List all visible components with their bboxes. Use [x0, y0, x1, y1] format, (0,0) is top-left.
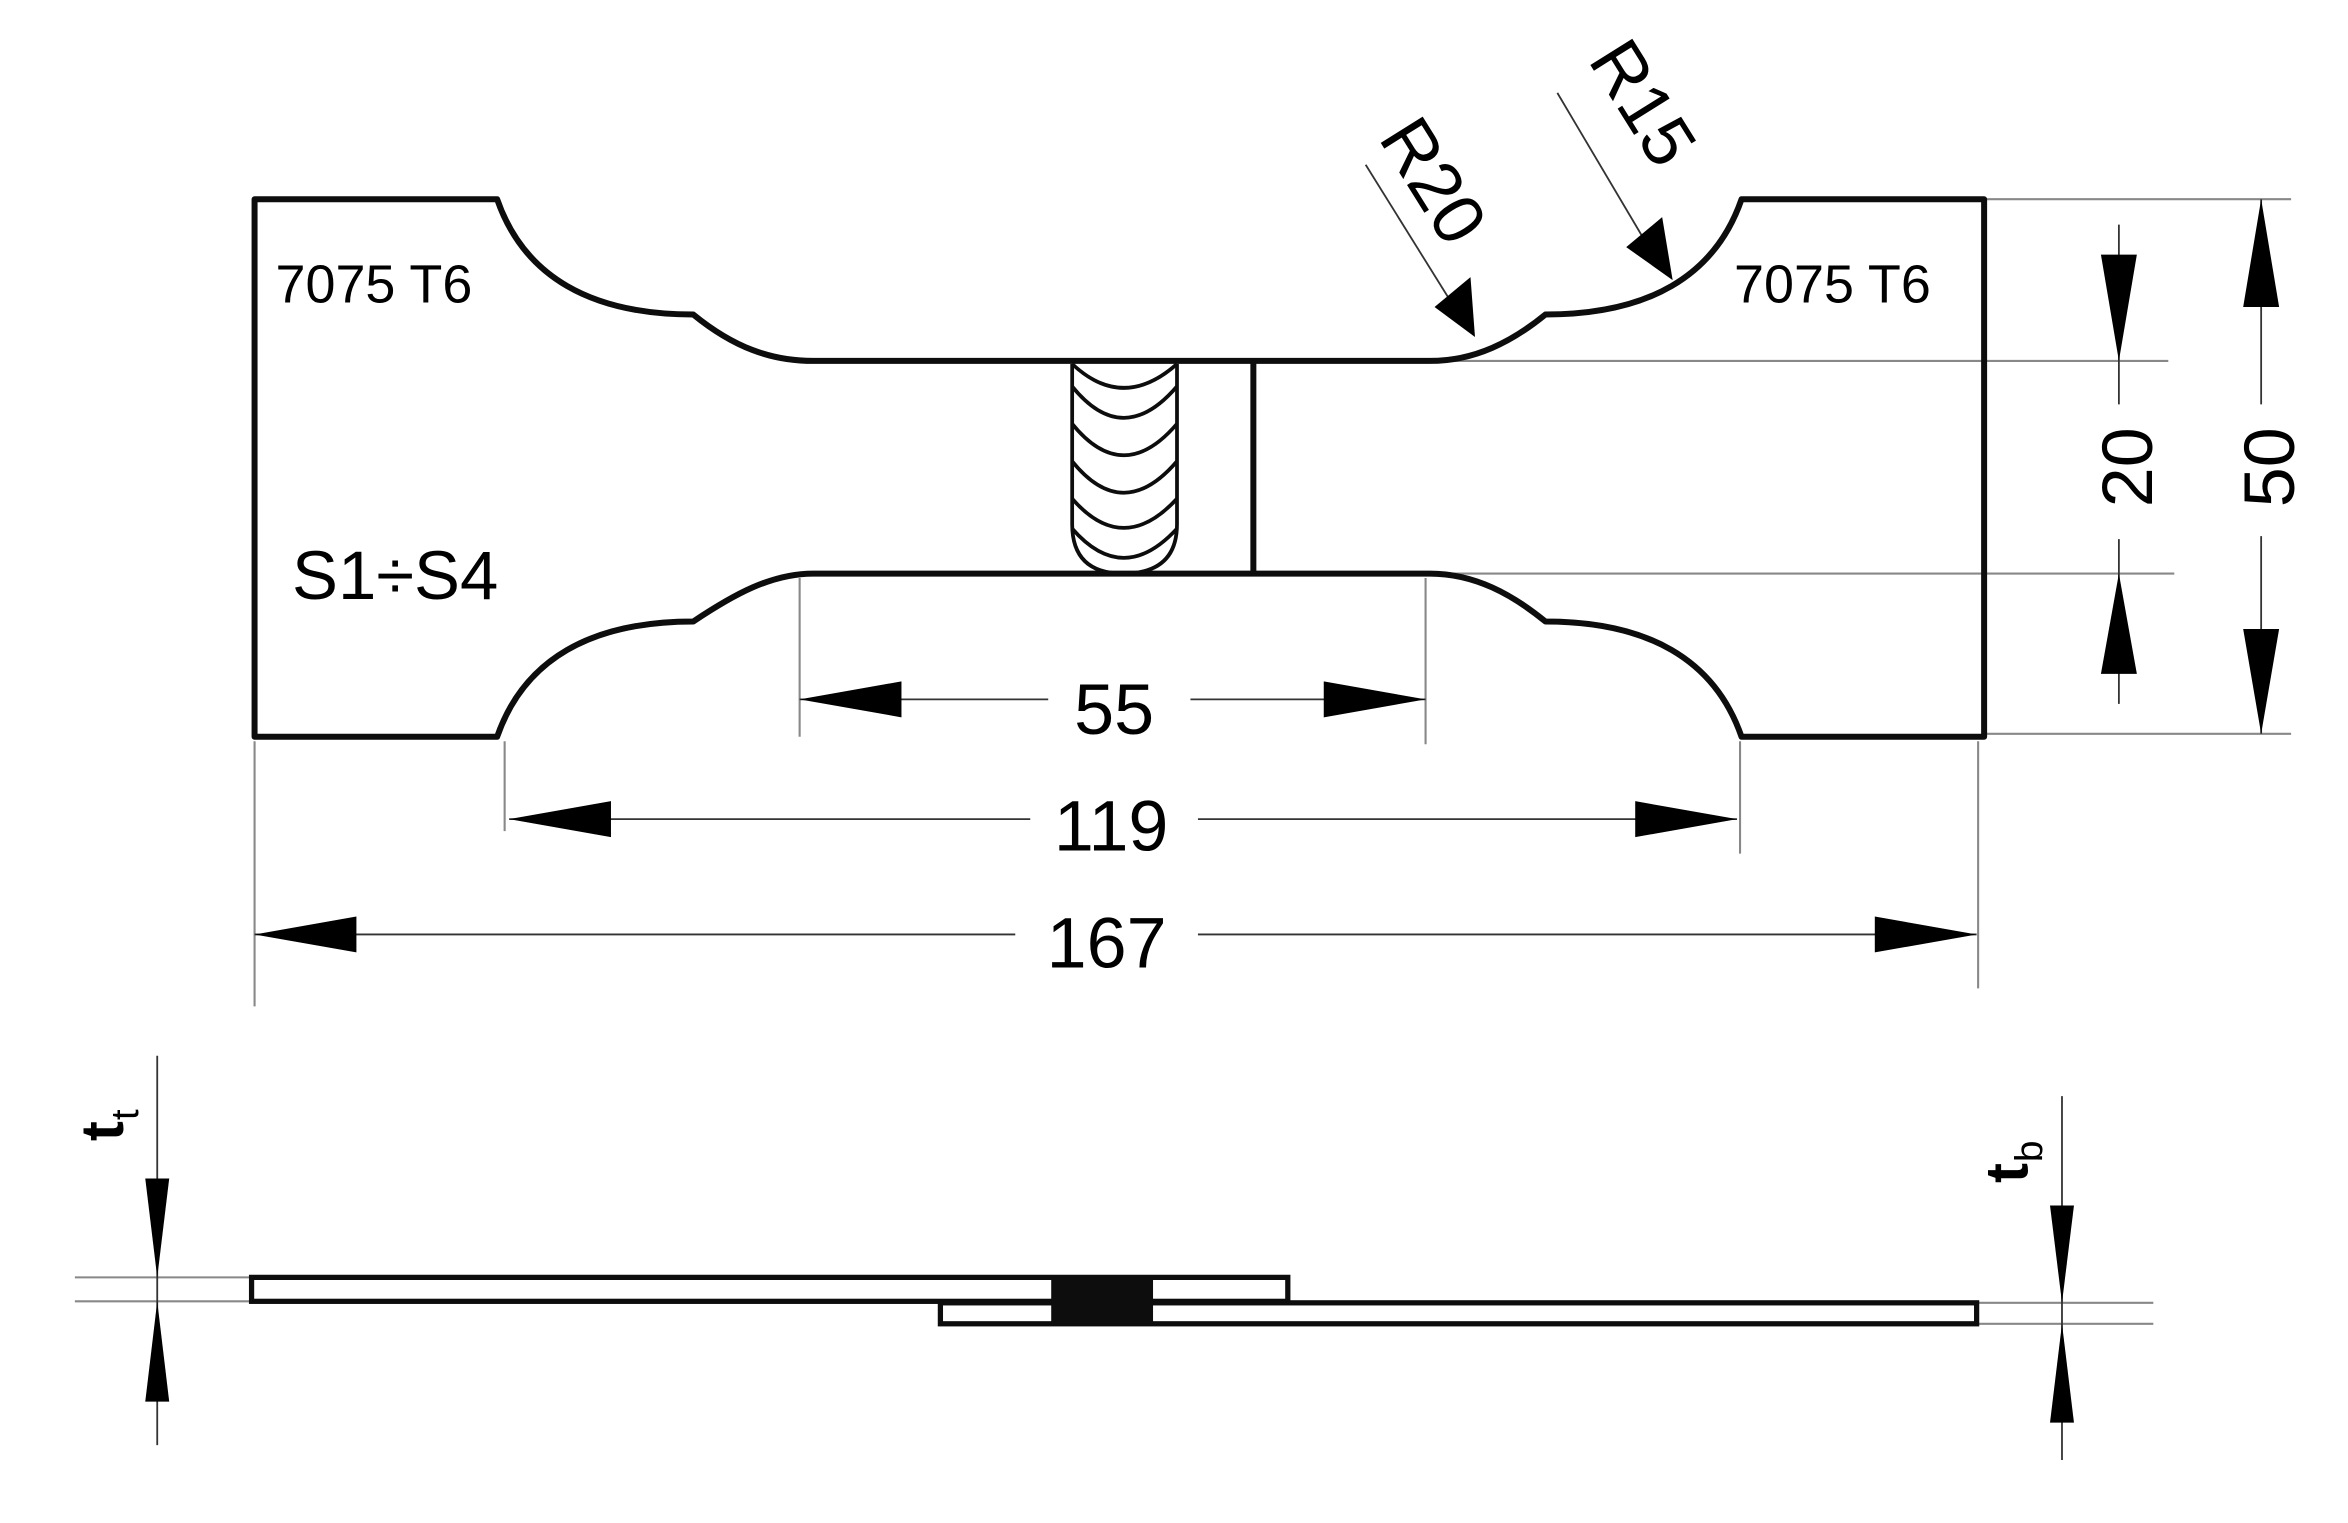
top-plate — [248, 1274, 1291, 1304]
dim-bottom-thickness: t b — [1974, 1096, 2074, 1461]
svg-text:t: t — [104, 1109, 147, 1120]
svg-text:b: b — [2009, 1140, 2052, 1162]
svg-text:167: 167 — [1047, 903, 1167, 983]
top-view: 7075 T6 7075 T6 S1÷S4 R20 R15 55 — [251, 26, 2310, 1007]
dim-top-thickness: t t — [69, 1055, 170, 1446]
arrow-icon — [1626, 217, 1673, 281]
arrow-up-icon — [145, 1301, 170, 1402]
svg-text:119: 119 — [1054, 787, 1169, 867]
bottom-plate — [937, 1300, 1980, 1327]
dim-overall-length: 167 — [254, 903, 1977, 983]
dim-gauge-length: 55 — [799, 670, 1426, 750]
arrow-up-icon — [2050, 1323, 2074, 1423]
arrow-down-icon — [145, 1178, 170, 1278]
weld-nugget — [1051, 1277, 1154, 1326]
arrow-down-icon — [2050, 1205, 2074, 1303]
arrow-down-icon — [2100, 254, 2137, 361]
svg-text:t: t — [69, 1121, 136, 1141]
dim-gauge-width: 20 — [2088, 224, 2168, 704]
dim-grip-width: 50 — [2230, 199, 2310, 734]
dim-reduced-length: 119 — [509, 787, 1738, 867]
arrow-right-icon — [1635, 801, 1738, 838]
svg-text:50: 50 — [2230, 427, 2310, 507]
arrow-right-icon — [1874, 916, 1977, 953]
arrow-right-icon — [1323, 681, 1426, 718]
arrow-left-icon — [509, 801, 611, 838]
arrow-left-icon — [254, 916, 357, 953]
arrow-up-icon — [2243, 199, 2280, 308]
weld-bead — [1070, 362, 1179, 576]
arrow-up-icon — [2100, 573, 2137, 674]
specimen-outline — [251, 196, 1988, 740]
radius-r15-callout: R15 — [1556, 26, 1711, 281]
arrow-left-icon — [799, 681, 902, 718]
radius-r20-callout: R20 — [1364, 104, 1502, 337]
material-label-right: 7075 T6 — [1734, 255, 1931, 315]
arrow-down-icon — [2243, 628, 2280, 734]
svg-text:R20: R20 — [1364, 104, 1502, 258]
side-view: t t t b — [69, 1055, 2154, 1461]
svg-text:t: t — [1974, 1163, 2041, 1183]
specimen-range-label: S1÷S4 — [292, 537, 498, 614]
material-label-left: 7075 T6 — [276, 255, 473, 315]
svg-text:20: 20 — [2088, 427, 2168, 507]
arrow-icon — [1434, 277, 1475, 337]
svg-text:55: 55 — [1074, 670, 1154, 750]
